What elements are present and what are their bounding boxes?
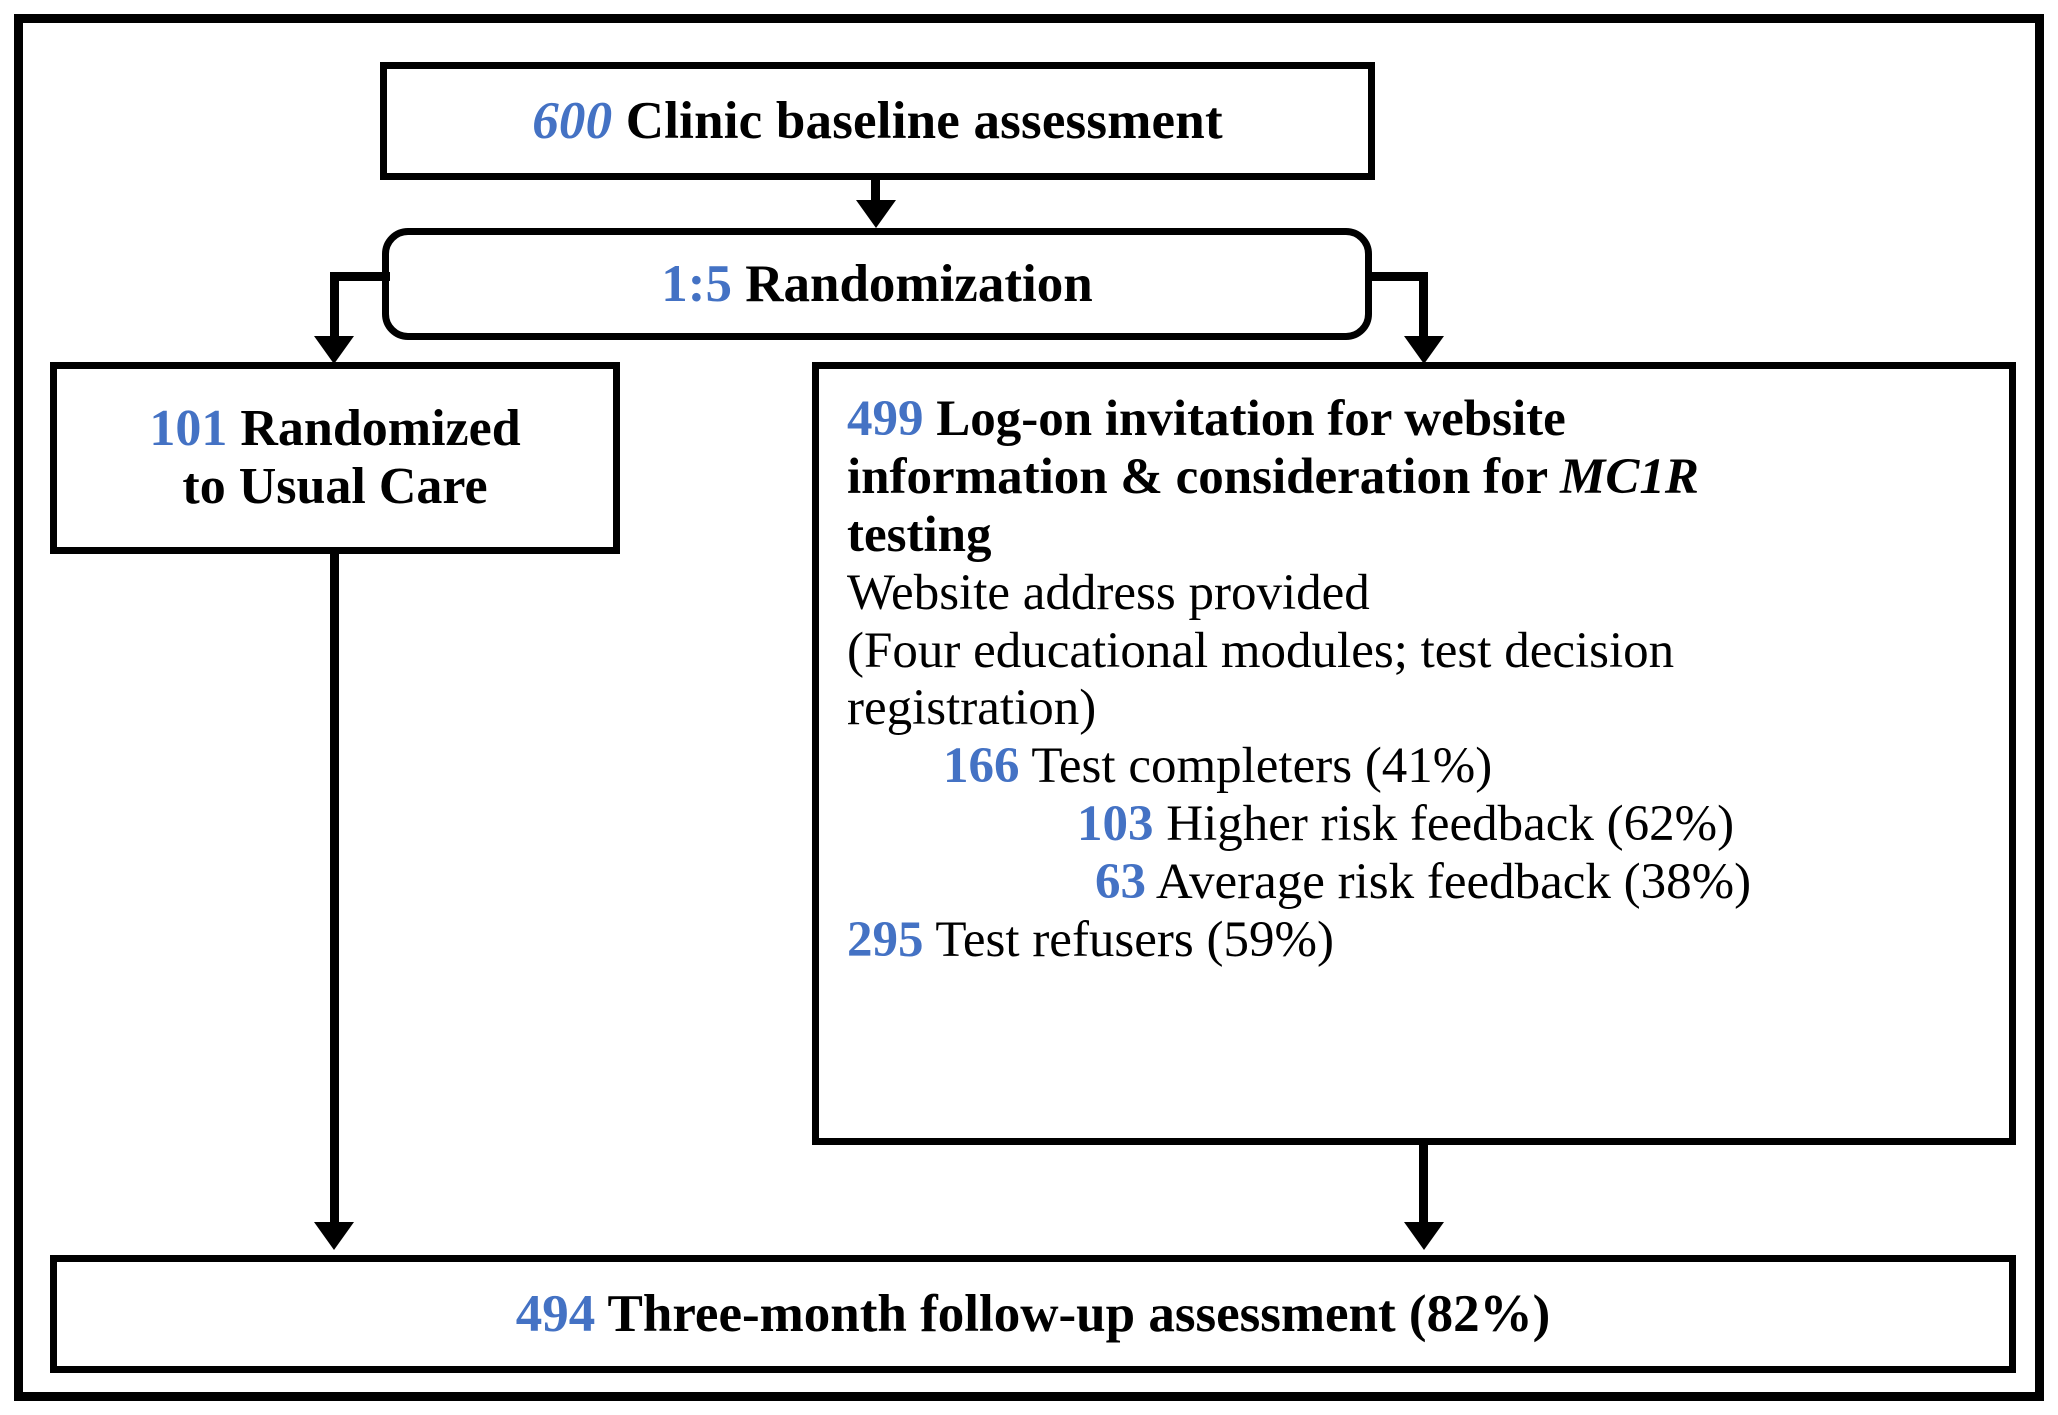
logon-detail-3: registration) <box>847 680 1097 737</box>
connector-right-arrowhead <box>1404 336 1444 364</box>
logon-average-risk: 63 Average risk feedback (38%) <box>847 854 1989 912</box>
logon-header-b: information & consideration for <box>847 448 1561 505</box>
connector-usualcare-stem <box>330 554 339 1230</box>
connector-right-vertical <box>1419 272 1428 352</box>
logon-test-completers: 166 Test completers (41%) <box>847 738 1989 796</box>
box-clinic-baseline-assessment: 600 Clinic baseline assessment <box>380 62 1375 180</box>
usual-care-count: 101 <box>149 399 228 457</box>
followup-count: 494 <box>515 1285 596 1343</box>
connector-baseline-arrowhead <box>856 200 896 228</box>
logon-header-line-3: testing <box>847 506 992 563</box>
test-refusers-label: Test refusers (59%) <box>923 911 1334 968</box>
followup-label: Three-month follow-up assessment (82%) <box>595 1285 1551 1343</box>
logon-count: 499 <box>847 391 924 447</box>
test-refusers-count: 295 <box>847 911 924 968</box>
usual-care-line-2: to Usual Care <box>182 458 488 515</box>
connector-logon-stem <box>1419 1145 1428 1230</box>
usual-care-line-1: 101 Randomized <box>149 400 520 458</box>
test-completers-label: Test completers (41%) <box>1019 738 1493 795</box>
followup-text: 494 Three-month follow-up assessment (82… <box>516 1284 1550 1344</box>
average-risk-count: 63 <box>1095 854 1146 910</box>
connector-left-horizontal <box>330 272 390 281</box>
box-randomized-to-usual-care: 101 Randomized to Usual Care <box>50 362 620 554</box>
connector-logon-arrowhead <box>1404 1222 1444 1250</box>
logon-header-line-2: information & consideration for MC1R <box>847 449 1989 507</box>
baseline-count: 600 <box>532 92 613 150</box>
connector-usualcare-arrowhead <box>314 1222 354 1250</box>
logon-higher-risk: 103 Higher risk feedback (62%) <box>847 796 1989 854</box>
baseline-text: 600 Clinic baseline assessment <box>532 91 1223 151</box>
higher-risk-count: 103 <box>1077 796 1154 853</box>
connector-left-vertical <box>330 272 339 352</box>
higher-risk-label: Higher risk feedback (62%) <box>1153 796 1735 853</box>
connector-right-horizontal <box>1366 272 1428 281</box>
randomization-text: 1:5 Randomization <box>661 254 1092 314</box>
connector-left-arrowhead <box>314 336 354 364</box>
logon-detail-1: Website address provided <box>847 564 1370 621</box>
box-randomization: 1:5 Randomization <box>382 228 1372 340</box>
box-log-on-invitation: 499 Log-on invitation for website inform… <box>812 362 2016 1145</box>
logon-test-refusers: 295 Test refusers (59%) <box>847 912 1989 970</box>
connector-baseline-stem <box>871 180 880 206</box>
outer-border-frame <box>14 14 2044 1401</box>
baseline-label: Clinic baseline assessment <box>612 92 1223 150</box>
gene-name-mc1r: MC1R <box>1560 448 1699 505</box>
test-completers-count: 166 <box>943 738 1020 795</box>
randomization-label: Randomization <box>731 255 1093 313</box>
box-three-month-follow-up: 494 Three-month follow-up assessment (82… <box>50 1255 2016 1373</box>
average-risk-label: Average risk feedback (38%) <box>1146 854 1752 910</box>
usual-care-label-1: Randomized <box>227 399 521 457</box>
logon-detail-2: (Four educational modules; test decision <box>847 622 1675 679</box>
logon-header-a: Log-on invitation for website <box>923 391 1566 447</box>
logon-header-line-1: 499 Log-on invitation for website <box>847 391 1989 449</box>
randomization-ratio: 1:5 <box>661 255 732 313</box>
